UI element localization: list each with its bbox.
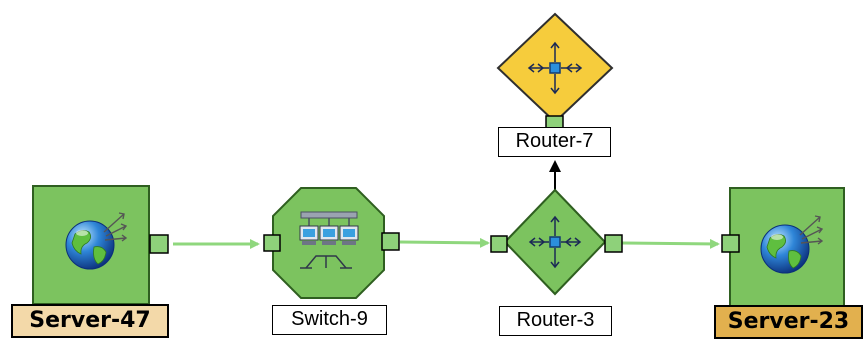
server-47-port[interactable] bbox=[149, 234, 169, 254]
router-3-port-in[interactable] bbox=[490, 235, 508, 253]
server-47-node[interactable] bbox=[32, 185, 169, 305]
router-icon bbox=[528, 215, 582, 269]
router-3-label[interactable]: Router-3 bbox=[499, 306, 612, 336]
router-7-node[interactable] bbox=[496, 12, 614, 129]
switch-9-port-out[interactable] bbox=[381, 232, 400, 251]
server-23-label[interactable]: Server-23 bbox=[714, 305, 863, 339]
router-3-node[interactable] bbox=[490, 188, 623, 296]
switch-9-port-in[interactable] bbox=[263, 234, 281, 252]
switch-9-node[interactable] bbox=[263, 187, 400, 299]
server-23-node[interactable] bbox=[721, 187, 845, 307]
router-icon bbox=[527, 41, 583, 95]
link-switch9-router3[interactable] bbox=[399, 237, 490, 248]
router-3-port-out[interactable] bbox=[604, 234, 623, 253]
router-7-label[interactable]: Router-7 bbox=[498, 127, 611, 157]
globe-icon bbox=[760, 224, 810, 274]
network-arrows-icon bbox=[103, 212, 128, 242]
server-47-label[interactable]: Server-47 bbox=[11, 304, 169, 338]
server-23-port[interactable] bbox=[721, 234, 740, 253]
globe-icon bbox=[65, 220, 115, 270]
link-router3-server23[interactable] bbox=[621, 238, 720, 249]
network-arrows-icon bbox=[799, 215, 824, 245]
switch-9-label[interactable]: Switch-9 bbox=[272, 305, 387, 335]
switch-icon bbox=[299, 211, 359, 269]
